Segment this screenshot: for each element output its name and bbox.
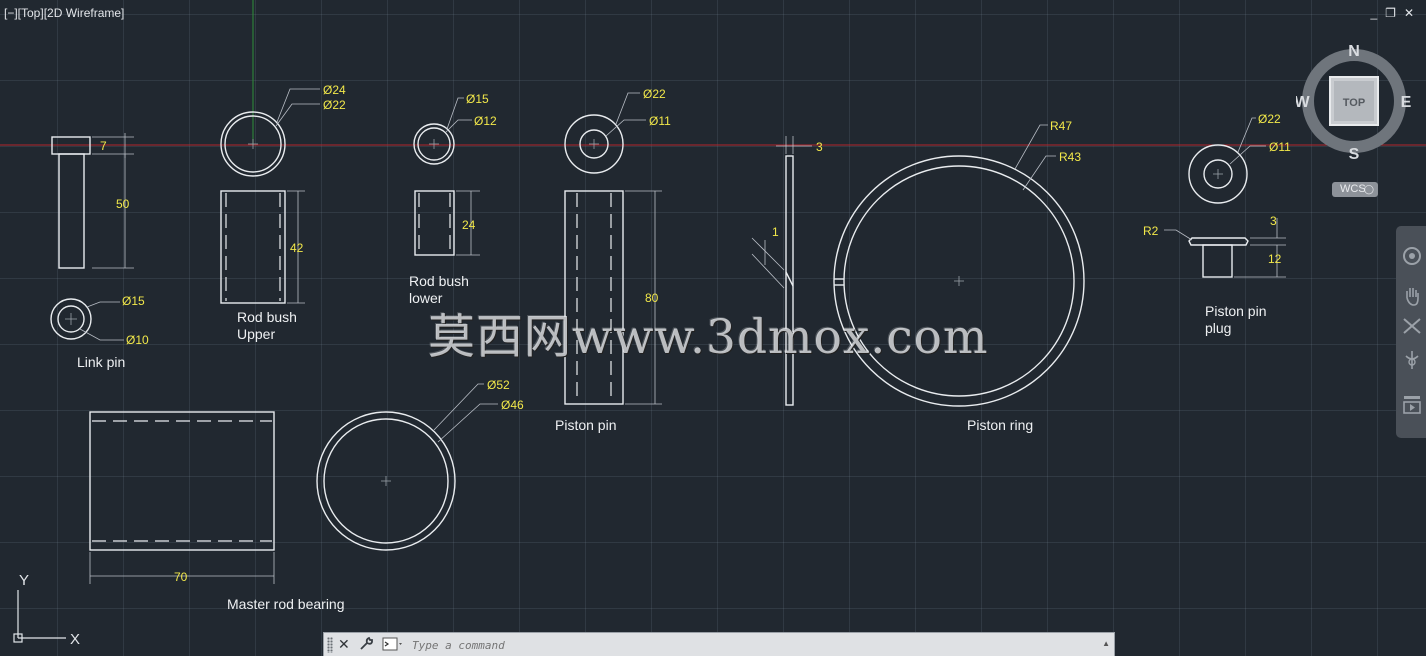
wrench-icon[interactable]: [358, 636, 374, 652]
rod-bush-lower-drawing[interactable]: Ø15 Ø12 24 Rod bush lower: [409, 92, 497, 306]
rod-bush-lower-label-2: lower: [409, 290, 443, 306]
piston-ring-section-dim-gap: 1: [772, 225, 779, 239]
rod-bush-lower-dim-inner: Ø12: [474, 114, 497, 128]
plug-dim-head: 3: [1270, 214, 1277, 228]
piston-pin-drawing[interactable]: Ø22 Ø11 80 Piston pin: [555, 87, 671, 433]
ucs-y-label: Y: [19, 572, 29, 589]
viewport-window-controls: _ ❐ ✕: [1370, 6, 1414, 20]
compass-south[interactable]: S: [1349, 146, 1360, 163]
drawing-canvas[interactable]: 7 50 Ø15 Ø10 Link pin Ø24 Ø22: [0, 0, 1426, 632]
compass-west[interactable]: W: [1296, 94, 1310, 111]
rod-bush-upper-label-1: Rod bush: [237, 309, 297, 325]
ucs-icon: Y X: [13, 572, 80, 646]
rod-bush-lower-dim-outer: Ø15: [466, 92, 489, 106]
rod-bush-upper-dim-length: 42: [290, 241, 304, 255]
piston-pin-plug-drawing[interactable]: Ø22 Ø11 R2 3 12 Piston pin plug: [1143, 112, 1291, 336]
viewcube-compass-ring[interactable]: [1302, 49, 1406, 153]
piston-pin-label: Piston pin: [555, 417, 616, 433]
zoom-icon[interactable]: [1401, 314, 1423, 338]
rod-bush-upper-drawing[interactable]: Ø24 Ø22 42 Rod bush Upper: [220, 83, 346, 342]
rod-bush-upper-dim-inner: Ø22: [323, 98, 346, 112]
close-icon[interactable]: ✕: [338, 636, 350, 652]
viewport-controls-label[interactable]: [−][Top][2D Wireframe]: [4, 6, 125, 20]
chevron-up-icon[interactable]: ▲: [1102, 639, 1110, 648]
close-icon[interactable]: ✕: [1403, 6, 1414, 20]
wcs-label: WCS: [1340, 183, 1366, 195]
piston-ring-dim-outer: R47: [1050, 119, 1072, 133]
link-pin-label: Link pin: [77, 354, 125, 370]
plug-dim-outer: Ø22: [1258, 112, 1281, 126]
plug-dim-radius: R2: [1143, 224, 1159, 238]
pan-icon[interactable]: [1401, 284, 1423, 308]
minimize-icon[interactable]: _: [1370, 6, 1378, 20]
piston-pin-dim-length: 80: [645, 291, 659, 305]
restore-icon[interactable]: ❐: [1385, 6, 1396, 20]
bearing-dim-outer: Ø52: [487, 378, 510, 392]
viewcube-face-label: TOP: [1343, 97, 1365, 109]
wcs-menu-button[interactable]: WCS ◯: [1332, 182, 1378, 197]
plug-label-2: plug: [1205, 320, 1231, 336]
piston-ring-label: Piston ring: [967, 417, 1033, 433]
piston-ring-drawing[interactable]: R47 R43 Piston ring: [833, 119, 1085, 433]
bearing-dim-inner: Ø46: [501, 398, 524, 412]
plug-dim-length: 12: [1268, 252, 1282, 266]
rod-bush-lower-label-1: Rod bush: [409, 273, 469, 289]
piston-pin-dim-inner: Ø11: [649, 114, 671, 128]
grip-handle-icon[interactable]: [327, 637, 333, 653]
link-pin-dim-length: 50: [116, 197, 130, 211]
piston-ring-section-drawing[interactable]: 3 1: [751, 136, 823, 406]
master-rod-bearing-label: Master rod bearing: [227, 596, 345, 612]
rod-bush-upper-dim-outer: Ø24: [323, 83, 346, 97]
bearing-dim-length: 70: [174, 570, 188, 584]
steering-wheel-icon[interactable]: [1401, 244, 1423, 268]
link-pin-dim-outer: Ø15: [122, 294, 145, 308]
rod-bush-upper-label-2: Upper: [237, 326, 275, 342]
watermark-text: 莫西网www.3dmox.com: [428, 310, 989, 365]
piston-ring-dim-inner: R43: [1059, 150, 1081, 164]
showmotion-icon[interactable]: [1401, 394, 1423, 418]
chevron-down-icon: ◯: [1363, 184, 1374, 194]
link-pin-dim-inner: Ø10: [126, 333, 149, 347]
ucs-x-label: X: [70, 631, 80, 646]
piston-pin-dim-outer: Ø22: [643, 87, 666, 101]
compass-north[interactable]: N: [1348, 43, 1360, 60]
piston-ring-section-dim-width: 3: [816, 140, 823, 154]
command-input[interactable]: [410, 636, 1094, 655]
recent-commands-icon[interactable]: [382, 636, 406, 652]
orbit-icon[interactable]: [1401, 348, 1423, 372]
plug-label-1: Piston pin: [1205, 303, 1266, 319]
link-pin-dim-head: 7: [100, 139, 107, 153]
compass-east[interactable]: E: [1401, 94, 1412, 111]
link-pin-drawing[interactable]: 7 50 Ø15 Ø10 Link pin: [50, 133, 149, 370]
master-rod-bearing-drawing[interactable]: 70 Ø52 Ø46 Master rod bearing: [89, 378, 524, 612]
navigation-bar[interactable]: [1396, 226, 1426, 438]
rod-bush-lower-dim-length: 24: [462, 218, 476, 232]
command-line-bar[interactable]: ✕ ▲: [323, 632, 1115, 656]
viewcube[interactable]: TOP N S E W: [1296, 36, 1420, 206]
plug-dim-inner: Ø11: [1269, 140, 1291, 154]
